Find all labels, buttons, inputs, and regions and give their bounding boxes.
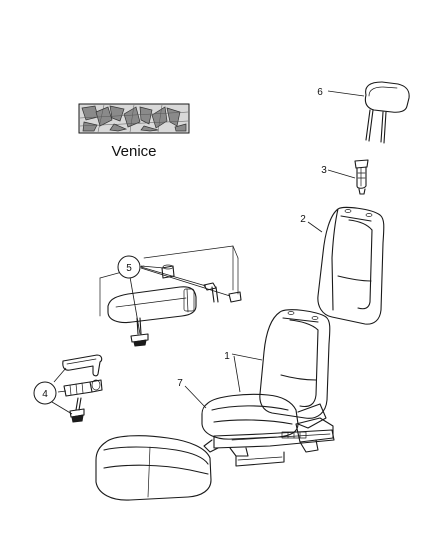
part-label-2: 2 bbox=[300, 214, 306, 225]
part-label-1: 1 bbox=[224, 351, 230, 362]
headrest bbox=[364, 81, 410, 144]
part-label-4: 4 bbox=[42, 389, 48, 400]
callout-circle-5 bbox=[117, 255, 141, 279]
fabric-swatch: Venice bbox=[78, 103, 190, 160]
part-label-6: 6 bbox=[317, 87, 323, 98]
headrest-guide bbox=[354, 159, 369, 195]
callout-circle-4 bbox=[33, 381, 57, 405]
seat-assembly bbox=[201, 309, 335, 467]
part-label-3: 3 bbox=[321, 165, 327, 176]
seat-cushion bbox=[95, 435, 212, 501]
part-label-5: 5 bbox=[126, 263, 132, 274]
leader-lines bbox=[51, 90, 365, 415]
seat-back-cover bbox=[317, 206, 385, 325]
part-label-7: 7 bbox=[177, 378, 183, 389]
swatch-caption: Venice bbox=[111, 143, 156, 160]
